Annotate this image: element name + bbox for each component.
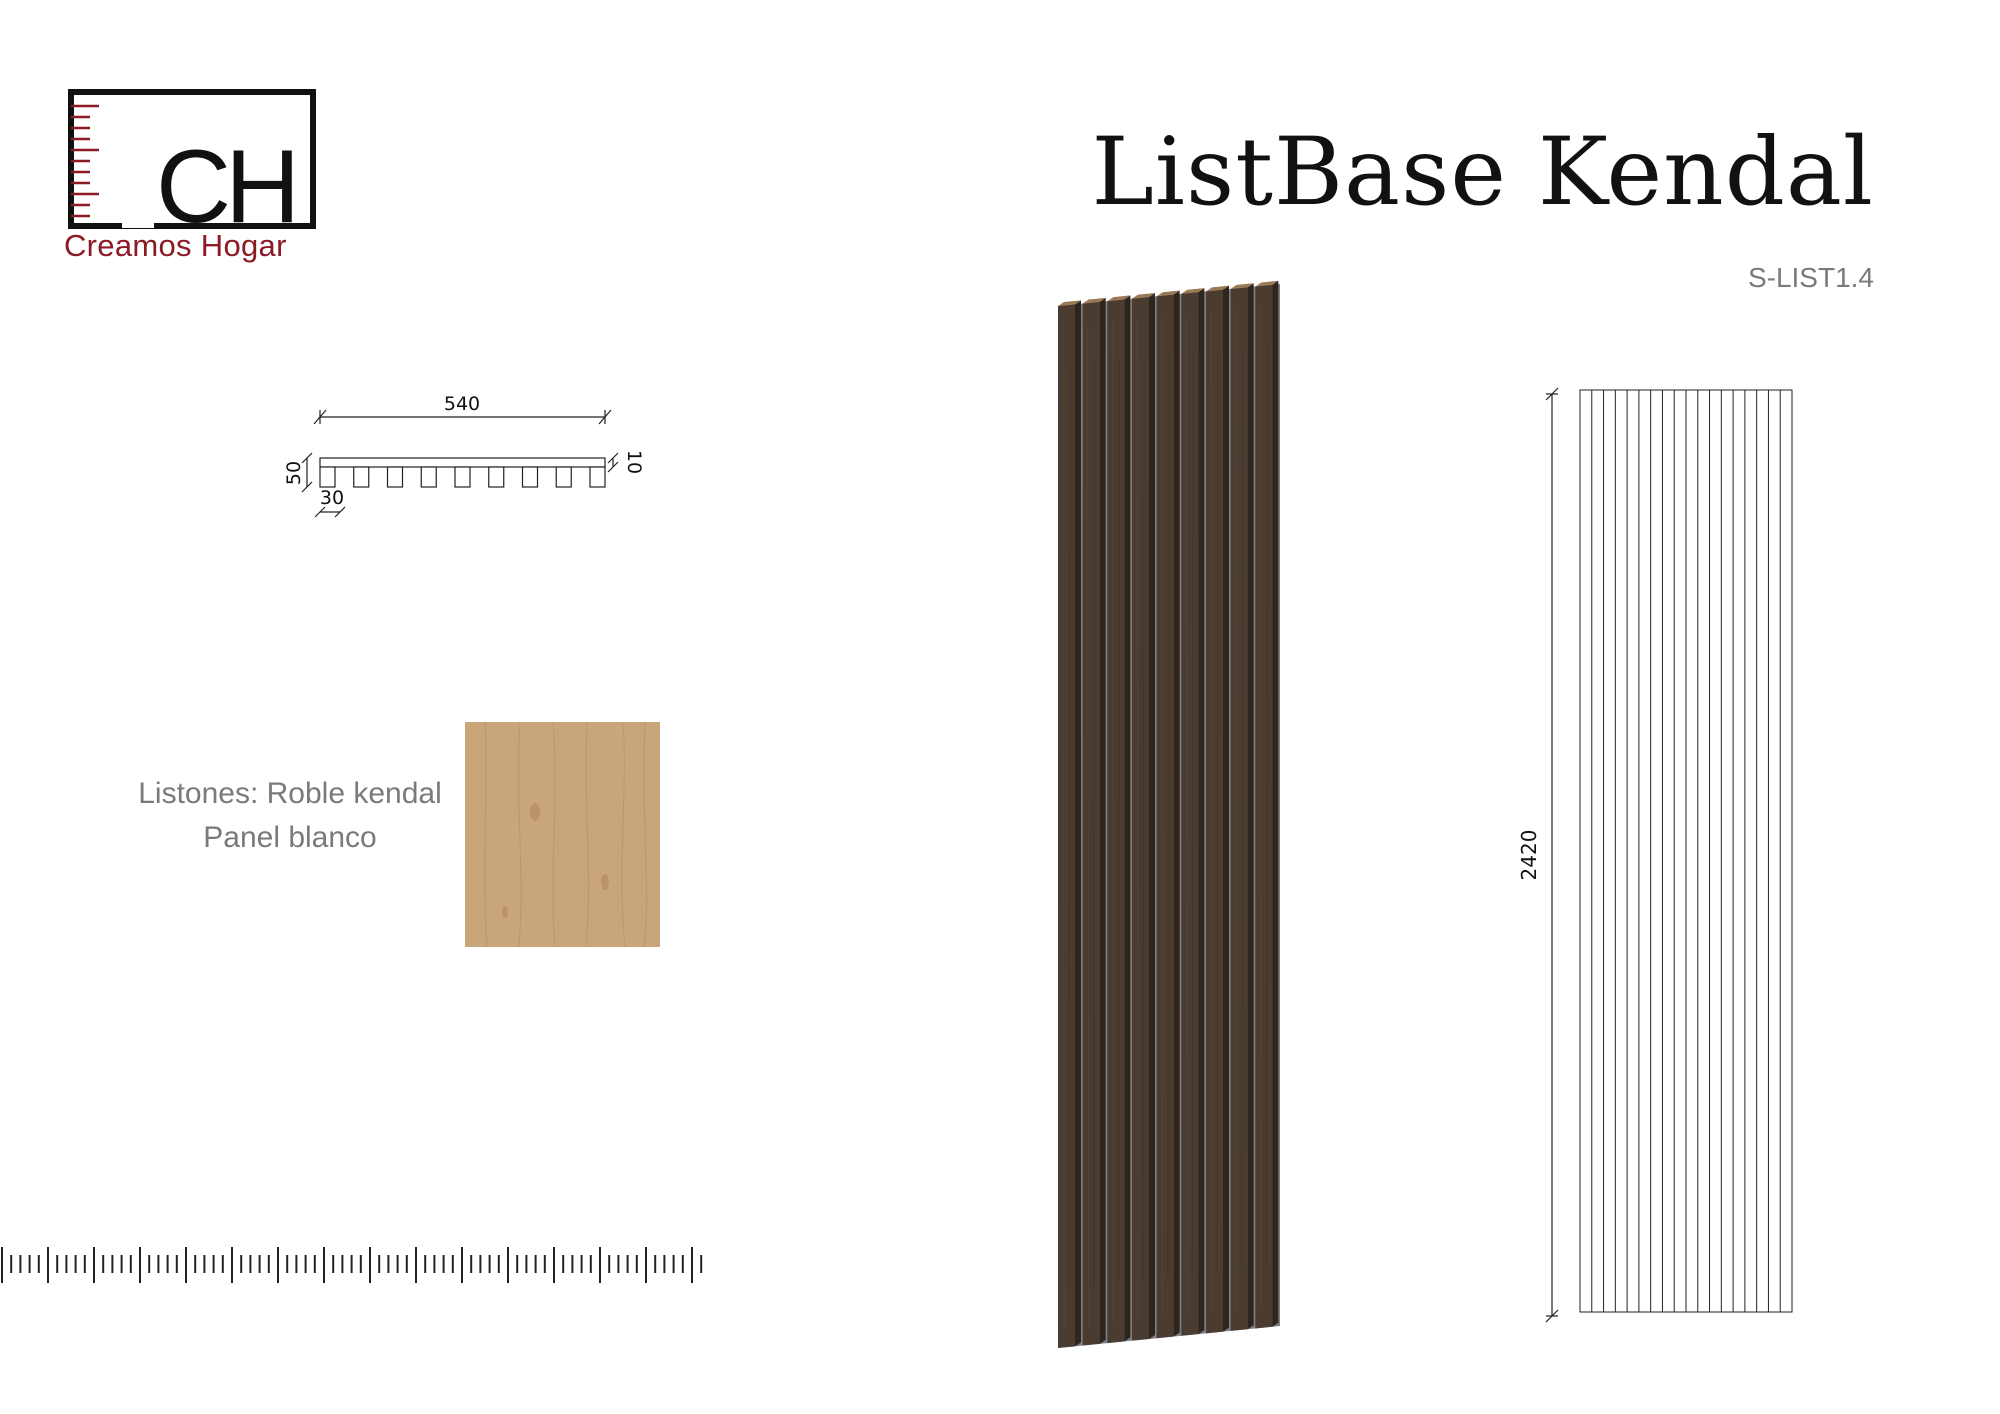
elevation-slats [1579,389,1793,1313]
panel-3d-render [1058,280,1280,1348]
render-slat [1156,290,1180,1339]
logo-ruler-ticks [71,104,99,218]
render-slat [1058,300,1081,1348]
section-slats [319,466,606,488]
section-slat [589,466,606,488]
height-label: 50 [283,461,305,485]
render-slat [1181,288,1205,1336]
material-slats: Listones: Roble kendal [138,777,442,810]
material-panel: Panel blanco [203,821,377,854]
slat-label: 30 [320,487,344,509]
measuring-ruler [1,1247,703,1283]
section-slat [488,466,505,488]
materials-text: Listones: Roble kendal Panel blanco [100,772,480,860]
render-slat [1082,297,1106,1346]
panel-board [319,457,606,468]
section-slat [386,466,404,488]
product-title: ListBase Kendal [1091,118,1874,227]
section-slat [420,466,437,488]
section-drawing: 540 50 30 10 [283,393,645,518]
render-slat [1255,280,1279,1329]
logo-letters: CH [156,129,294,245]
oak-swatch [465,722,660,947]
brand-name: Creamos Hogar [64,228,287,263]
section-slat [353,466,370,488]
render-slat [1230,283,1254,1331]
section-slat [521,466,539,488]
render-slat [1107,295,1131,1344]
section-slat [555,466,572,488]
elevation-drawing: 2420 [1517,387,1793,1323]
width-label: 540 [444,393,480,415]
section-slat [454,466,471,488]
render-slat [1132,292,1155,1341]
elevation-height-label: 2420 [1517,830,1541,881]
product-code: S-LIST1.4 [1747,262,1874,293]
logo: CH [68,89,316,245]
render-slat [1206,285,1229,1334]
panel-label: 10 [623,450,645,474]
section-slat [319,466,336,488]
